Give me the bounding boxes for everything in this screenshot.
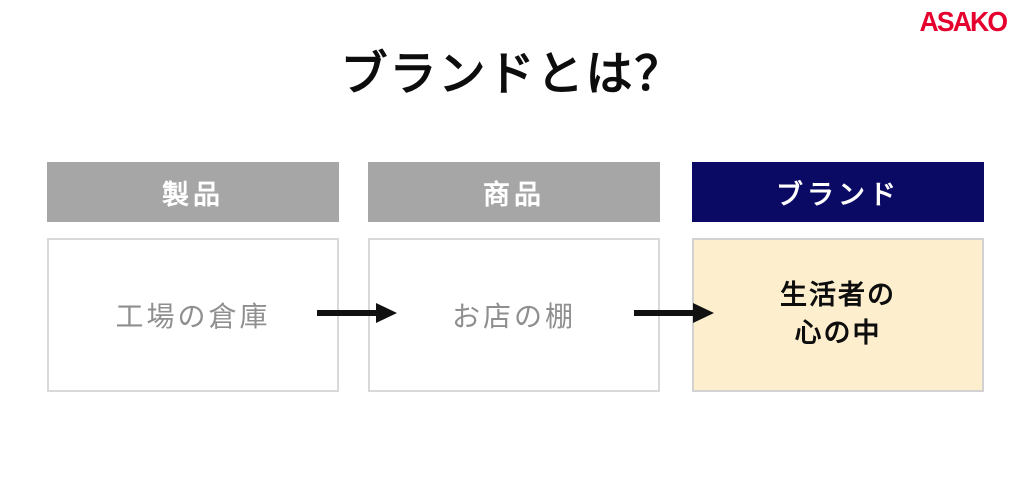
header-merchandise: 商品 — [368, 162, 660, 222]
box-store-shelf-label: お店の棚 — [451, 301, 576, 332]
header-brand-label: ブランド — [776, 179, 900, 210]
asako-logo: ASAKO — [919, 6, 1007, 37]
arrow-right-icon — [317, 303, 397, 323]
box-consumer-mind: 生活者の 心の中 — [692, 238, 984, 392]
slide-title: ブランドとは？ — [340, 47, 684, 100]
header-brand: ブランド — [692, 162, 984, 222]
header-product: 製品 — [47, 162, 339, 222]
box-consumer-mind-line2: 心の中 — [794, 318, 882, 348]
header-merchandise-label: 商品 — [483, 179, 545, 210]
box-consumer-mind-line1: 生活者の — [780, 280, 896, 311]
box-factory-warehouse: 工場の倉庫 — [47, 238, 339, 392]
box-store-shelf: お店の棚 — [368, 238, 660, 392]
header-product-label: 製品 — [162, 179, 224, 210]
arrow-right-icon — [634, 303, 714, 323]
box-factory-warehouse-label: 工場の倉庫 — [115, 301, 271, 332]
